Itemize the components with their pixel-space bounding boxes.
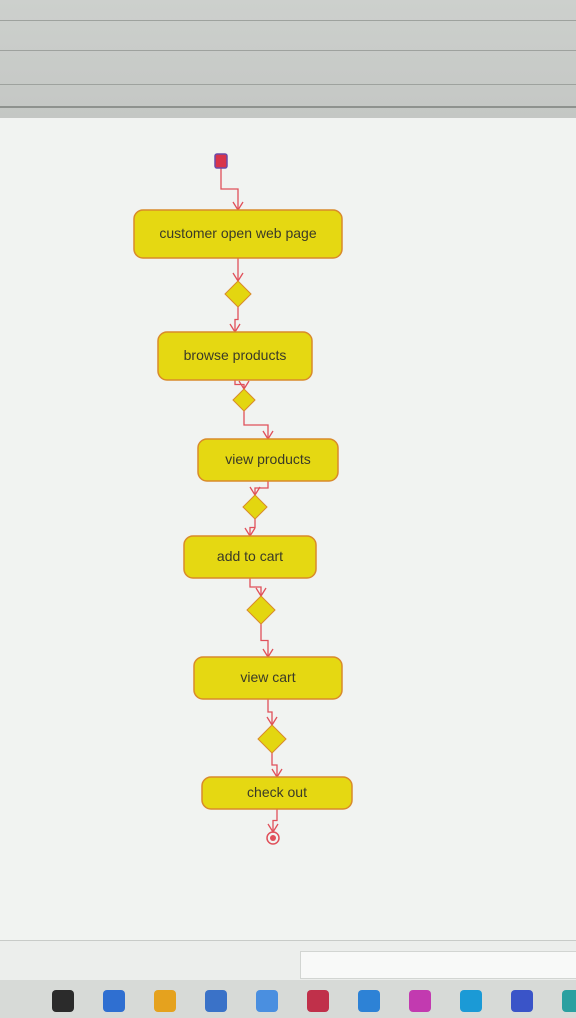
mail-icon[interactable] [307, 990, 329, 1012]
store-icon[interactable] [205, 990, 227, 1012]
action-label: browse products [183, 347, 287, 363]
action-node[interactable] [193, 656, 343, 700]
status-bar [0, 940, 576, 981]
taskbar [0, 980, 576, 1018]
edge-a6-end [272, 809, 278, 832]
decision-node[interactable] [246, 595, 276, 625]
toolbar-divider [0, 20, 576, 21]
action-label: add to cart [216, 548, 284, 564]
status-field[interactable] [300, 951, 576, 979]
action-node[interactable] [201, 776, 353, 810]
decision-node[interactable] [232, 388, 256, 412]
final-node[interactable] [266, 831, 280, 845]
edge-start-a1 [220, 168, 239, 210]
edge-d2-a3 [243, 411, 269, 439]
toolbar-divider [0, 84, 576, 85]
action-label: check out [247, 784, 307, 800]
decision-node[interactable] [224, 280, 252, 308]
chat-icon[interactable] [103, 990, 125, 1012]
decision-node[interactable] [242, 494, 268, 520]
action-node[interactable] [133, 209, 343, 259]
edge-a2-d2 [234, 380, 245, 389]
action-label: customer open web page [159, 225, 317, 241]
action-node[interactable] [197, 438, 339, 482]
edge-a4-d4 [249, 578, 262, 596]
edge-icon[interactable] [358, 990, 380, 1012]
brand-icon[interactable] [409, 990, 431, 1012]
edge-d4-a5 [260, 624, 269, 657]
folder-icon[interactable] [154, 990, 176, 1012]
app-teal-icon[interactable] [562, 990, 576, 1012]
final-node-dot [270, 835, 276, 841]
toolbar-divider [0, 106, 576, 108]
edge-a5-d5 [267, 699, 273, 725]
initial-node[interactable] [214, 153, 228, 169]
instagram-icon[interactable] [511, 990, 533, 1012]
action-node[interactable] [183, 535, 317, 579]
toolbar-divider [0, 50, 576, 51]
app-blue-icon[interactable] [460, 990, 482, 1012]
action-label: view products [225, 451, 311, 467]
files-icon[interactable] [52, 990, 74, 1012]
edge-d1-a2 [234, 307, 239, 332]
app-l-icon[interactable] [256, 990, 278, 1012]
edge-a3-d3 [254, 481, 269, 495]
action-label: view cart [240, 669, 296, 685]
decision-node[interactable] [257, 724, 287, 754]
app-toolbar [0, 0, 576, 118]
edge-d3-a4 [249, 519, 256, 536]
edge-d5-a6 [271, 753, 278, 777]
action-node[interactable] [157, 331, 313, 381]
